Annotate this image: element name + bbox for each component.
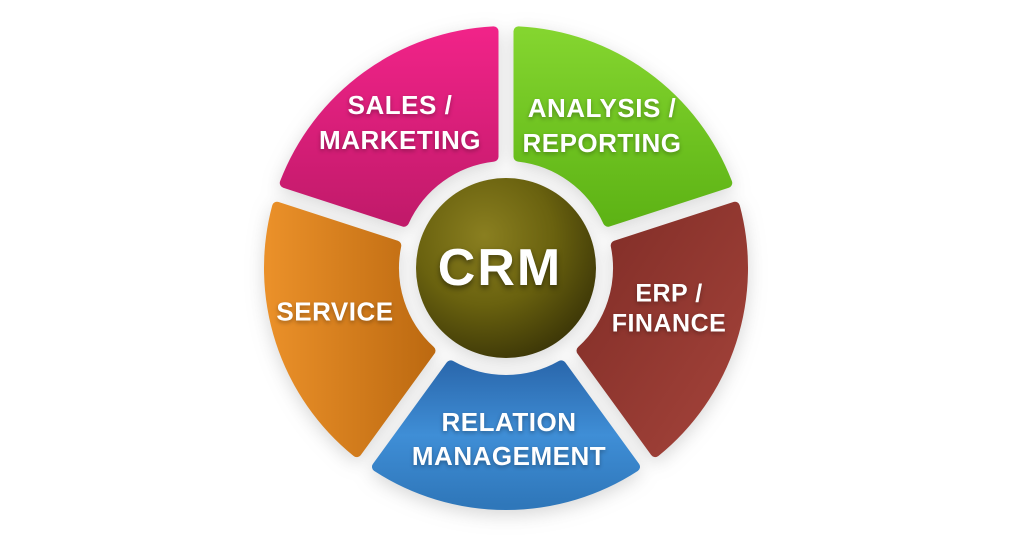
segment-relation-management — [372, 360, 640, 511]
segment-analysis-reporting — [513, 26, 733, 227]
segment-service — [264, 201, 436, 458]
center-circle — [416, 178, 596, 358]
segment-erp-finance — [576, 201, 748, 458]
segment-sales-marketing — [279, 26, 499, 227]
